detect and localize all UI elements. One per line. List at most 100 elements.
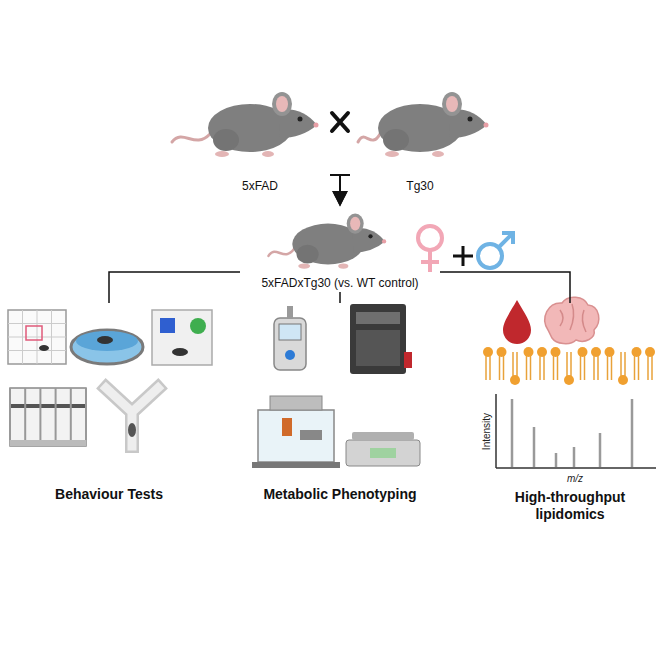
- object-circle: [190, 318, 206, 334]
- mouse-ear-inner: [276, 96, 288, 112]
- object-box: [152, 310, 212, 365]
- water-maze: [71, 330, 143, 364]
- bracket-line: [440, 272, 570, 303]
- brain: [545, 297, 599, 343]
- grid-line: [51, 310, 52, 364]
- mouse-foot: [215, 151, 229, 157]
- cage-lid: [270, 396, 322, 410]
- lipid-head: [564, 375, 574, 385]
- cage-bottle: [282, 418, 292, 436]
- mouse-nose: [484, 123, 489, 128]
- scale-display: [370, 448, 396, 458]
- female-symbol: [418, 226, 442, 250]
- brain-gyri: [560, 304, 586, 332]
- mouse-figure: [269, 213, 387, 268]
- glucometer-screen: [279, 324, 301, 340]
- scale-plate: [352, 432, 414, 440]
- glucometer-button: [285, 350, 295, 360]
- axis-label: m/z: [567, 473, 583, 484]
- y-maze-floor: [106, 388, 158, 446]
- spectrum-peak: [599, 433, 602, 467]
- lipid-head: [483, 347, 493, 357]
- mouse-foot: [338, 264, 348, 269]
- metabolic-cage: [258, 410, 334, 462]
- axis-label: Intensity: [482, 412, 493, 449]
- mouse-caption: Tg30: [406, 179, 433, 195]
- group-title: Behaviour Tests: [55, 486, 163, 503]
- arrow-line: [340, 175, 350, 205]
- mouse-eye: [298, 117, 303, 122]
- mouse-ear-inner: [350, 217, 360, 231]
- calorimeter: [350, 304, 406, 374]
- water-surface: [76, 331, 138, 351]
- y-axis: [495, 394, 497, 468]
- lipid-head: [524, 347, 534, 357]
- rotarod-divider: [39, 388, 41, 440]
- mouse-foot: [262, 151, 274, 157]
- lipid-head: [591, 347, 601, 357]
- cage-base: [252, 462, 340, 468]
- x-axis: [496, 467, 656, 469]
- mouse-dot: [128, 423, 136, 437]
- cross-symbol: [332, 113, 348, 131]
- lipid-head: [510, 375, 520, 385]
- swimming-mouse: [97, 336, 113, 344]
- mouse-ear: [272, 92, 292, 116]
- mouse-leg: [383, 129, 409, 151]
- group-title: High-throughput lipidomics: [490, 489, 650, 523]
- group-node: High-throughput lipidomics: [480, 303, 660, 523]
- mouse-nose: [382, 239, 386, 243]
- spectrum-peak: [533, 427, 536, 467]
- open-field: [8, 310, 66, 364]
- spectrum-peak: [631, 399, 634, 467]
- mouse-foot: [432, 151, 444, 157]
- lipid-head: [578, 347, 588, 357]
- spectrum-peak: [511, 399, 514, 467]
- mouse-dot: [172, 348, 188, 356]
- center-zone: [26, 326, 42, 340]
- mouse-ear: [442, 92, 462, 116]
- rotarod-divider: [55, 388, 57, 440]
- lipid-head: [497, 347, 507, 357]
- rotarod-divider: [9, 388, 11, 440]
- mouse-foot: [385, 151, 399, 157]
- mouse-tail: [358, 134, 380, 142]
- mouse-ear: [347, 213, 364, 233]
- mouse-node: 5xFAD: [190, 85, 330, 195]
- group-title: Metabolic Phenotyping: [263, 486, 416, 503]
- rotarod-base: [10, 440, 86, 446]
- group-node: Behaviour Tests: [4, 303, 214, 503]
- mouse-nose: [314, 123, 319, 128]
- grid-line: [8, 350, 66, 351]
- mouse-foot: [298, 264, 310, 269]
- mouse-node: Tg30: [350, 85, 490, 195]
- rotarod-divider: [24, 388, 26, 440]
- group-node: Metabolic Phenotyping: [245, 303, 435, 503]
- mouse-eye: [468, 117, 473, 122]
- object-square: [160, 318, 175, 333]
- male-symbol: [478, 244, 502, 268]
- lipid-head: [618, 375, 628, 385]
- bracket-line: [339, 292, 341, 303]
- grid-line: [8, 337, 66, 338]
- mouse-figure: [358, 92, 489, 157]
- spectrum-peak: [555, 453, 558, 467]
- rotarod-divider: [85, 388, 87, 440]
- y-maze: [106, 388, 158, 446]
- mouse-caption: 5xFAD: [242, 179, 278, 195]
- lipid-head: [645, 347, 655, 357]
- rotarod: [10, 388, 86, 446]
- mouse-dot: [39, 345, 49, 351]
- mouse-tail: [269, 249, 295, 256]
- calorimeter-tube: [404, 352, 412, 368]
- rotarod-rod: [10, 404, 86, 408]
- lipid-head: [632, 347, 642, 357]
- test-strip: [287, 306, 293, 319]
- bracket-line: [109, 272, 240, 303]
- female-symbol: [421, 250, 439, 272]
- plus-symbol: [453, 246, 473, 266]
- mouse-caption: 5xFADxTg30 (vs. WT control): [261, 276, 418, 292]
- mouse-node: 5xFADxTg30 (vs. WT control): [240, 205, 440, 292]
